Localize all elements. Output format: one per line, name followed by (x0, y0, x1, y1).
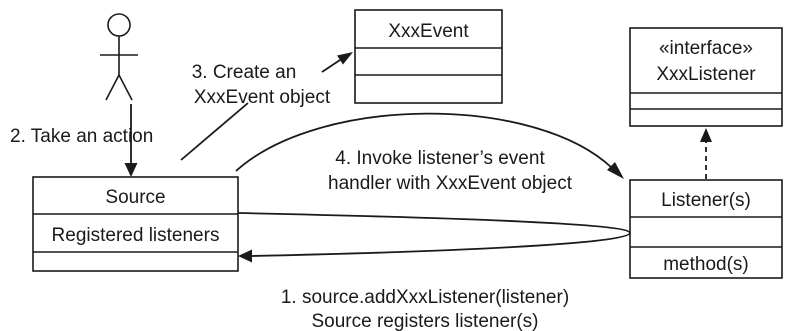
stick-figure-user-icon (100, 13, 138, 101)
interface-stereotype: «interface» (659, 38, 753, 59)
step-register-label-line2: Source registers listener(s) (311, 311, 538, 331)
take-action-arrow (124, 104, 138, 177)
register-listener-arrow (237, 212, 631, 263)
step-register-label-line1: 1. source.addXxxListener(listener) (281, 287, 569, 308)
xxx-event-class-name: XxxEvent (388, 21, 469, 42)
step-create-event-label-line2: XxxEvent object (194, 87, 331, 108)
source-class-box: Source Registered listeners (32, 176, 239, 272)
step-take-action-label: 2. Take an action (10, 126, 153, 147)
listener-class-name: Listener(s) (661, 190, 751, 211)
listener-class-box: Listener(s) method(s) (629, 179, 783, 279)
xxx-listener-interface-name: XxxListener (656, 64, 756, 85)
step-invoke-handler-label-line1: 4. Invoke listener’s event (335, 148, 545, 169)
step-invoke-handler-label-line2: handler with XxxEvent object (328, 173, 573, 194)
registered-listeners-field: Registered listeners (52, 225, 220, 246)
source-class-name: Source (105, 187, 165, 208)
listener-method: method(s) (663, 254, 749, 275)
step-create-event-label-line1: 3. Create an (192, 62, 297, 83)
create-event-pointer-arrow (321, 52, 353, 73)
invoke-handler-arrow (235, 112, 624, 179)
implements-interface-arrow (700, 128, 712, 179)
xxx-event-class-box: XxxEvent (354, 9, 503, 104)
create-event-arrow (180, 102, 249, 161)
xxx-listener-interface-box: «interface» XxxListener (629, 27, 783, 127)
